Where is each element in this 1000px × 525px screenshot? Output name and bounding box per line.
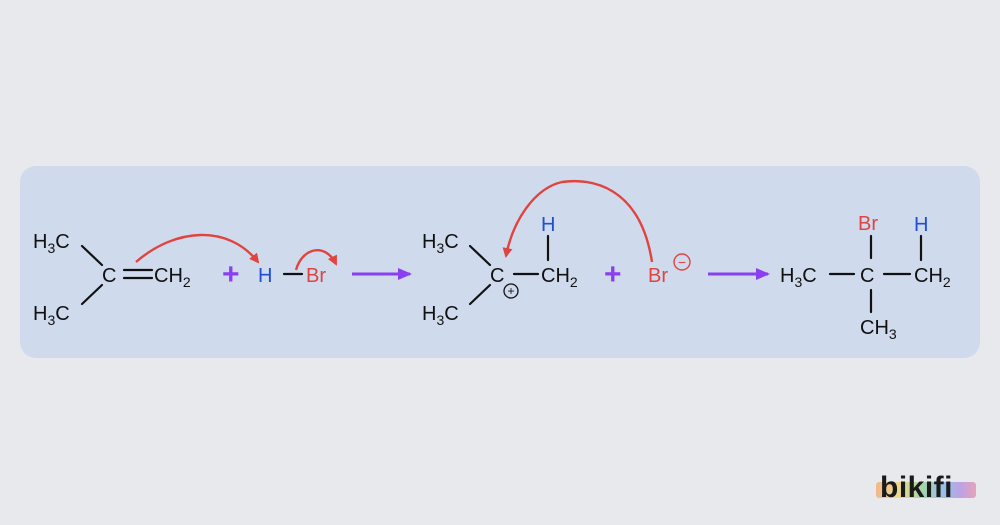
hydrogen-bromide: H Br [258, 265, 326, 287]
logo-color-band [876, 482, 976, 498]
curly-arrow-bromide-attack [502, 179, 654, 263]
cation-bond-bottom [468, 283, 492, 306]
bromide-symbol: Br [648, 265, 668, 287]
bottom-methyl-label: H3C [33, 303, 70, 328]
plus-sign-2: + [604, 258, 622, 291]
carbocation-intermediate: H3C H3C C + CH2 H [422, 214, 578, 328]
hbr-bromine: Br [306, 265, 326, 287]
curly-arrow-pi-to-h [135, 233, 260, 264]
cation-center-carbon: C [490, 265, 504, 287]
product-left-methyl: H3C [780, 265, 817, 290]
cation-bond-top [468, 244, 492, 267]
product-hydrogen: H [914, 214, 928, 236]
top-methyl-label: H3C [33, 231, 70, 256]
negative-charge-circle [673, 253, 691, 271]
product-bromine: Br [858, 213, 878, 235]
logo-wordmark: bikifi [880, 471, 954, 504]
product-bottom-methyl: CH3 [860, 317, 897, 342]
bromide-ion: Br − [648, 253, 691, 287]
reactant-alkene: H3C H3C C CH2 [33, 231, 191, 328]
hbr-hydrogen: H [258, 265, 272, 287]
curly-arrow-bond-to-br [294, 249, 338, 271]
product-methylene: CH2 [914, 265, 951, 290]
brand-logo: bikifi [876, 471, 976, 507]
center-carbon: C [102, 265, 116, 287]
cation-top-methyl: H3C [422, 231, 459, 256]
cation-methylene: CH2 [541, 265, 578, 290]
product-center-carbon: C [860, 265, 874, 287]
positive-charge-sign: + [507, 284, 514, 298]
methylene-label: CH2 [154, 265, 191, 290]
product-bromoalkane: H3C C Br CH2 H CH3 [780, 213, 951, 342]
cation-added-hydrogen: H [541, 214, 555, 236]
cation-bottom-methyl: H3C [422, 303, 459, 328]
reaction-panel [20, 166, 980, 358]
plus-sign-1: + [222, 258, 240, 291]
bond-bottom-methyl [80, 283, 104, 306]
bond-top-methyl [80, 244, 104, 267]
positive-charge-circle [503, 283, 519, 299]
negative-charge-sign: − [678, 254, 686, 270]
